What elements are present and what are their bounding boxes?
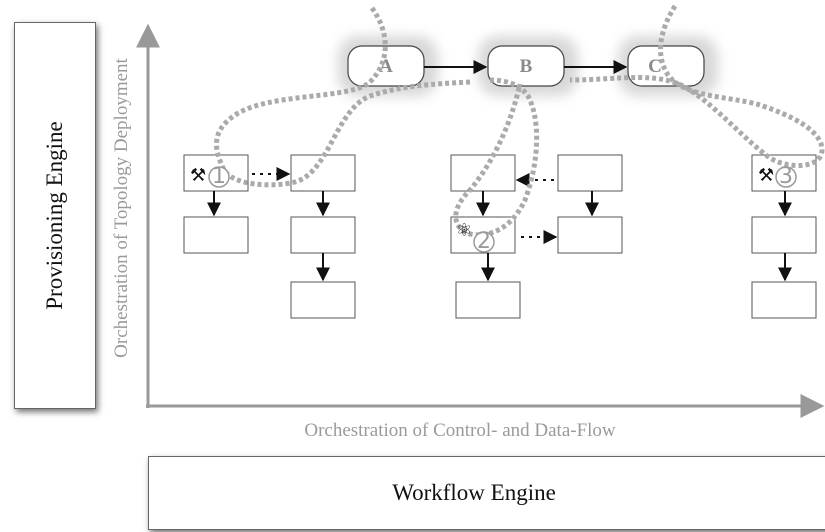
node-b-label: B [520, 56, 533, 77]
marker-2: ⚛ 2 [456, 220, 495, 254]
marker-3: ⚒ 3 [758, 164, 797, 189]
marker-1-number: 1 [212, 164, 226, 189]
provisioning-engine-box: Provisioning Engine [14, 22, 96, 409]
topology-link-b [453, 77, 540, 238]
hammer-icon: ⚒ [190, 165, 206, 186]
task-box [751, 216, 817, 254]
node-a-label: A [379, 56, 393, 77]
task-box [557, 216, 623, 254]
atom-icon: ⚛ [456, 220, 472, 241]
task-box [557, 154, 623, 192]
topology-node-b: B [487, 45, 565, 87]
topology-node-a: A [347, 45, 425, 87]
x-axis-label: Orchestration of Control- and Data-Flow [304, 420, 616, 441]
node-c-label: C [648, 56, 662, 77]
workflow-engine-label: Workflow Engine [392, 480, 556, 505]
task-box [455, 281, 521, 319]
topology-link-c [569, 4, 825, 169]
task-box [290, 216, 356, 254]
marker-1: ⚒ 1 [190, 164, 230, 189]
task-box [290, 281, 356, 319]
task-box [751, 281, 817, 319]
marker-2-number: 2 [477, 229, 491, 254]
task-box [183, 216, 249, 254]
workflow-engine-box: Workflow Engine [148, 456, 825, 530]
hammer-icon: ⚒ [758, 165, 774, 186]
marker-3-number: 3 [779, 164, 793, 189]
